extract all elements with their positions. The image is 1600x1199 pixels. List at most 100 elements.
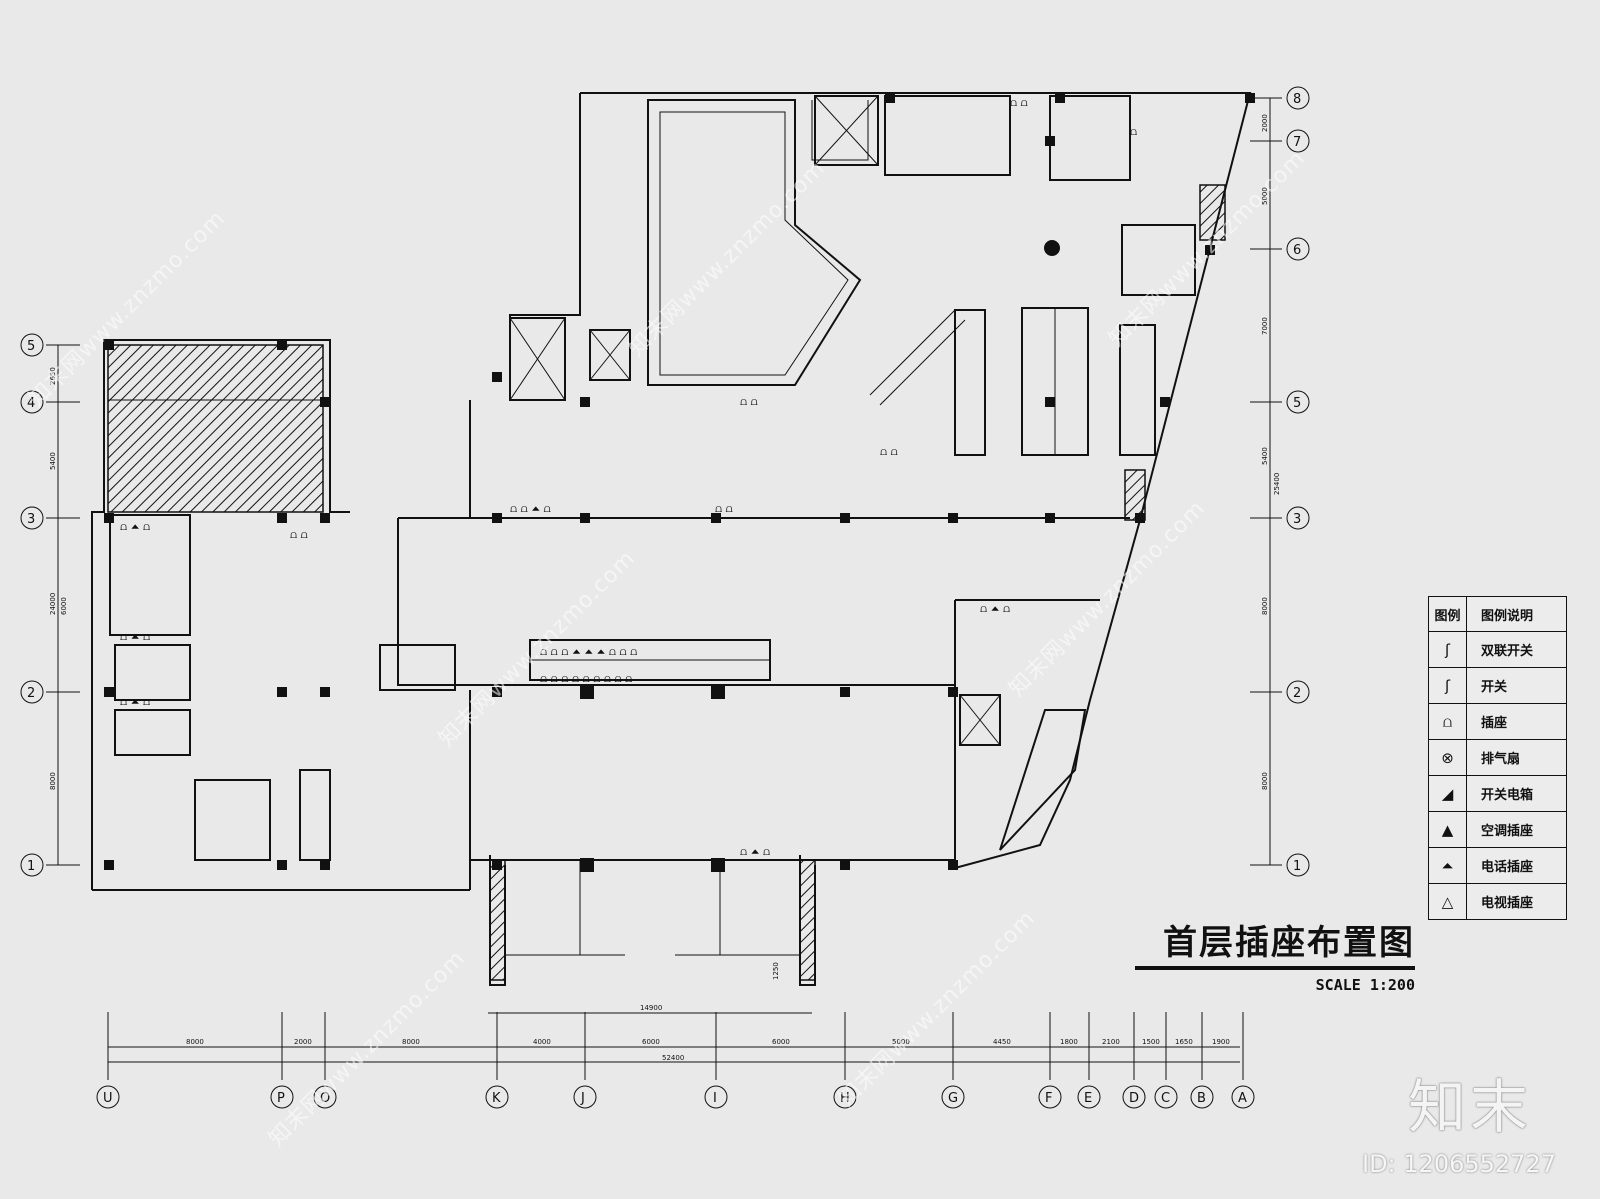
switch-box-icon: ◢ bbox=[1429, 776, 1467, 811]
legend-header-symbol: 图例 bbox=[1429, 597, 1467, 631]
dim-right-6: 8000 bbox=[1261, 597, 1269, 615]
grid-bubble-right-1: 1 bbox=[1293, 859, 1301, 874]
svg-text:⩍: ⩍ bbox=[1130, 125, 1137, 138]
dim-left-2: 5400 bbox=[49, 452, 57, 470]
bottom-grid-axis: 14900 1250 8000 2000 8000 4000 6000 6000… bbox=[107, 962, 1244, 1080]
grid-bubble-H: H bbox=[840, 1091, 850, 1106]
svg-text:⩍ ⩍ ⏶ ⩍: ⩍ ⩍ ⏶ ⩍ bbox=[510, 502, 551, 515]
phone-socket-icon: ⏶ bbox=[1429, 848, 1467, 883]
dim-right-1: 2000 bbox=[1261, 114, 1269, 132]
svg-text:⩍ ⏶ ⩍: ⩍ ⏶ ⩍ bbox=[980, 602, 1010, 615]
grid-bubble-right-5: 5 bbox=[1293, 396, 1301, 411]
grid-bubble-left-4: 4 bbox=[27, 396, 35, 411]
right-grid-axis: 2000 5000 7000 5400 25400 8000 8000 bbox=[1250, 97, 1282, 866]
grid-bubble-A: A bbox=[1238, 1091, 1247, 1106]
dim-right-7: 8000 bbox=[1261, 772, 1269, 790]
legend-table: 图例 图例说明 ʃ 双联开关 ʃ 开关 ⩍ 插座 ⊗ 排气扇 ◢ 开关电箱 ▲ … bbox=[1428, 596, 1567, 920]
title-block: 首层插座布置图 SCALE 1:200 bbox=[1135, 915, 1415, 994]
svg-text:⩍ ⩍: ⩍ ⩍ bbox=[740, 395, 758, 408]
legend-row: ▲ 空调插座 bbox=[1429, 811, 1566, 847]
svg-text:⩍ ⩍ ⩍ ⏶ ⏶ ⏶ ⩍ ⩍ ⩍: ⩍ ⩍ ⩍ ⏶ ⏶ ⏶ ⩍ ⩍ ⩍ bbox=[540, 645, 637, 658]
svg-text:⩍ ⩍: ⩍ ⩍ bbox=[880, 445, 898, 458]
dim-left-5: 8000 bbox=[49, 772, 57, 790]
legend-row: ʃ 双联开关 bbox=[1429, 631, 1566, 667]
grid-bubble-E: E bbox=[1084, 1091, 1092, 1106]
grid-bubble-F: F bbox=[1045, 1091, 1052, 1106]
grid-bubble-U: U bbox=[103, 1091, 113, 1106]
grid-bubble-left-3: 3 bbox=[27, 512, 35, 527]
dim-bottom-6: 6000 bbox=[772, 1038, 790, 1046]
svg-text:⩍ ⏶ ⩍: ⩍ ⏶ ⩍ bbox=[120, 695, 150, 708]
legend-row: ◢ 开关电箱 bbox=[1429, 775, 1566, 811]
grid-bubble-left-1: 1 bbox=[27, 859, 35, 874]
dim-entrance-depth: 1250 bbox=[772, 962, 780, 980]
svg-text:⩍ ⏶ ⩍: ⩍ ⏶ ⩍ bbox=[120, 520, 150, 533]
legend-row: ⏶ 电话插座 bbox=[1429, 847, 1566, 883]
drawing-title: 首层插座布置图 bbox=[1135, 915, 1415, 970]
legend-label: 排气扇 bbox=[1481, 752, 1521, 767]
legend-row: ⊗ 排气扇 bbox=[1429, 739, 1566, 775]
svg-text:⩍ ⩍ ⩍ ⩍ ⩍ ⩍ ⩍ ⩍ ⩍: ⩍ ⩍ ⩍ ⩍ ⩍ ⩍ ⩍ ⩍ ⩍ bbox=[540, 672, 632, 685]
legend-label: 插座 bbox=[1481, 716, 1508, 731]
dim-right-4: 5400 bbox=[1261, 447, 1269, 465]
svg-text:⩍ ⩍: ⩍ ⩍ bbox=[715, 502, 733, 515]
dim-left-4: 6000 bbox=[60, 597, 68, 615]
socket-icon: ⩍ bbox=[1429, 704, 1467, 739]
grid-bubble-G: G bbox=[948, 1091, 958, 1106]
grid-bubble-I: I bbox=[713, 1091, 717, 1106]
grid-bubble-right-2: 2 bbox=[1293, 686, 1301, 701]
legend-label: 双联开关 bbox=[1481, 644, 1534, 659]
building-walls bbox=[91, 92, 1252, 986]
dim-bottom-1: 8000 bbox=[186, 1038, 204, 1046]
legend-label: 开关电箱 bbox=[1481, 788, 1534, 803]
legend-header: 图例 图例说明 bbox=[1429, 597, 1566, 631]
grid-bubble-O: O bbox=[320, 1091, 330, 1106]
double-switch-icon: ʃ bbox=[1429, 632, 1467, 667]
dim-bottom-5: 6000 bbox=[642, 1038, 660, 1046]
svg-text:⩍ ⩍: ⩍ ⩍ bbox=[1010, 96, 1028, 109]
dim-right-3: 7000 bbox=[1261, 317, 1269, 335]
dim-bottom-10: 2100 bbox=[1102, 1038, 1120, 1046]
drawing-scale: SCALE 1:200 bbox=[1315, 976, 1415, 994]
hatched-areas bbox=[107, 184, 1226, 981]
switch-icon: ʃ bbox=[1429, 668, 1467, 703]
legend-header-description: 图例说明 bbox=[1481, 608, 1534, 624]
dim-bottom-11: 1500 bbox=[1142, 1038, 1160, 1046]
grid-bubble-D: D bbox=[1129, 1091, 1139, 1106]
legend-label: 电视插座 bbox=[1481, 896, 1534, 911]
left-grid-axis: 2650 5400 24000 6000 8000 bbox=[46, 344, 80, 866]
dim-left-1: 2650 bbox=[49, 367, 57, 385]
dim-bottom-2: 2000 bbox=[294, 1038, 312, 1046]
grid-bubble-C: C bbox=[1161, 1091, 1170, 1106]
dim-right-5: 25400 bbox=[1273, 473, 1281, 495]
grid-bubble-right-3: 3 bbox=[1293, 512, 1301, 527]
grid-bubble-right-8: 8 bbox=[1293, 92, 1301, 107]
dim-left-3: 24000 bbox=[49, 593, 57, 615]
image-id-label: ID: 1206552727 bbox=[1362, 1150, 1556, 1178]
dim-entrance-width: 14900 bbox=[640, 1004, 662, 1012]
dim-bottom-8: 4450 bbox=[993, 1038, 1011, 1046]
tv-socket-icon: △ bbox=[1429, 884, 1467, 919]
grid-bubble-right-6: 6 bbox=[1293, 243, 1301, 258]
svg-text:⩍ ⩍: ⩍ ⩍ bbox=[290, 528, 308, 541]
dim-bottom-7: 5000 bbox=[892, 1038, 910, 1046]
brand-logo: 知末 bbox=[1408, 1073, 1533, 1141]
dim-bottom-4: 4000 bbox=[533, 1038, 551, 1046]
grid-bubble-right-7: 7 bbox=[1293, 135, 1301, 150]
exhaust-fan-icon: ⊗ bbox=[1429, 740, 1467, 775]
legend-row: ⩍ 插座 bbox=[1429, 703, 1566, 739]
socket-symbols: ⩍ ⏶ ⩍ ⩍ ⏶ ⩍ ⩍ ⏶ ⩍ ⩍ ⩍ ⩍ ⩍ ⏶ ⩍ ⩍ ⩍ ⩍ ⏶ ⏶ … bbox=[120, 96, 1137, 858]
grid-bubble-J: J bbox=[580, 1091, 585, 1106]
legend-row: △ 电视插座 bbox=[1429, 883, 1566, 919]
svg-text:⩍ ⏶ ⩍: ⩍ ⏶ ⩍ bbox=[120, 630, 150, 643]
ac-socket-icon: ▲ bbox=[1429, 812, 1467, 847]
dim-bottom-12: 1650 bbox=[1175, 1038, 1193, 1046]
grid-bubble-K: K bbox=[492, 1091, 501, 1106]
legend-label: 开关 bbox=[1481, 680, 1508, 695]
left-grid-bubbles: 5 4 3 2 1 bbox=[20, 333, 44, 877]
grid-bubble-left-5: 5 bbox=[27, 339, 35, 354]
grid-bubble-P: P bbox=[277, 1091, 285, 1106]
right-grid-bubbles: 8 7 6 5 3 2 1 bbox=[1286, 86, 1310, 877]
dim-bottom-9: 1800 bbox=[1060, 1038, 1078, 1046]
